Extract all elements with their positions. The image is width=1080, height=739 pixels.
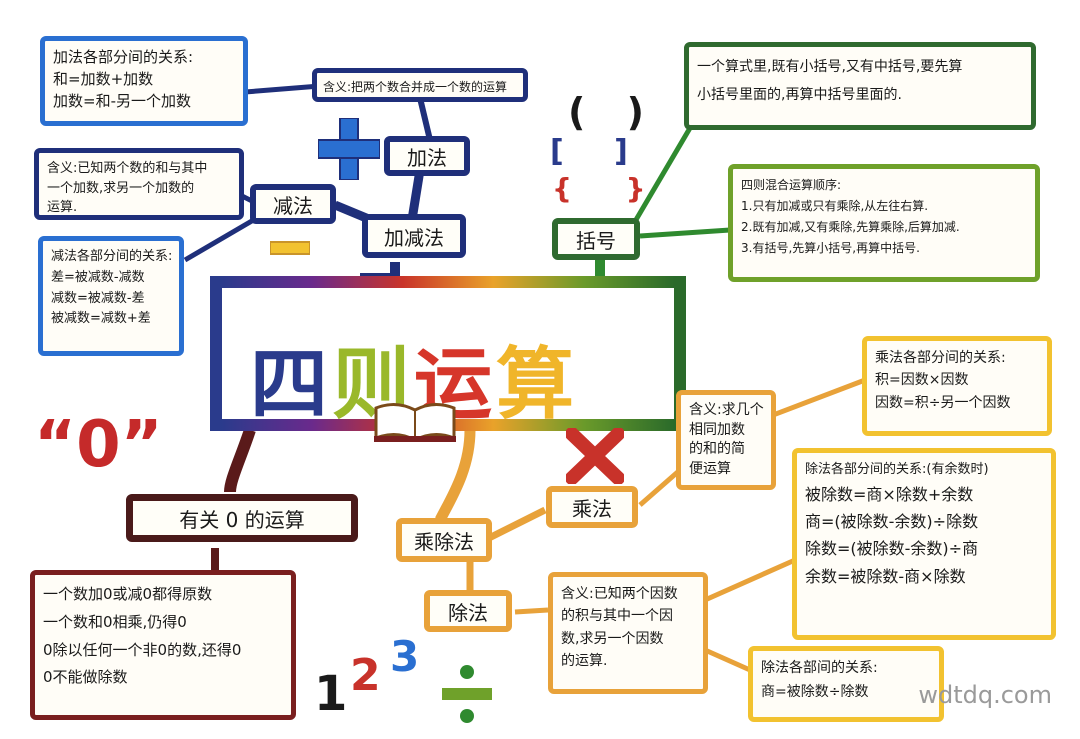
title-char-1: 四 [250, 340, 333, 430]
branch-mul-relation [759, 377, 866, 423]
box-line: 乘法各部分间的关系: [875, 350, 1006, 366]
box-line: 一个数和0相乘,仍得0 [43, 612, 187, 631]
box-line: 一个数加0或减0都得原数 [43, 585, 213, 603]
box-div-relation-rem: 除法各部分间的关系:(有余数时) 被除数=商×除数+余数 商=(被除数-余数)÷… [792, 448, 1056, 640]
watermark: wdtdq.com [918, 681, 1052, 709]
box-line: 积=因数×因数 [875, 372, 969, 389]
box-line: 加法各部分间的关系: [53, 48, 194, 66]
box-line: 加数=和-另一个加数 [53, 91, 191, 110]
bracket-square-icon: [ ] [550, 134, 628, 169]
divide-icon [442, 664, 492, 728]
box-line: 含义:把两个数合并成一个数的运算 [323, 80, 508, 94]
branch-zero [224, 428, 256, 493]
box-add-meaning: 含义:把两个数合并成一个数的运算 [312, 68, 528, 102]
branch-div-relation [703, 647, 752, 673]
box-line: 相同加数 [689, 421, 745, 438]
book-icon [372, 398, 458, 444]
box-line: 的积与其中一个因 [561, 608, 673, 625]
box-line: 0不能做除数 [43, 668, 128, 687]
bracket-curly-icon: { } [552, 172, 646, 205]
node-zero: 有关 0 的运算 [126, 494, 358, 542]
branch-sub-relation [183, 212, 264, 263]
branch-add-relation [244, 83, 321, 95]
box-line: 商=被除数÷除数 [761, 683, 869, 700]
box-zero-rules: 一个数加0或减0都得原数 一个数和0相乘,仍得0 0除以任何一个非0的数,还得0… [30, 570, 296, 720]
box-line: 1.只有加减或只有乘除,从左往右算. [741, 199, 929, 213]
box-line: 减法各部分间的关系: [51, 249, 173, 264]
box-line: 商=(被除数-余数)÷除数 [805, 512, 979, 532]
box-line: 除法各部分间的关系:(有余数时) [805, 462, 989, 477]
box-mixed-order: 四则混合运算顺序: 1.只有加减或只有乘除,从左往右算. 2.既有加减,又有乘除… [728, 164, 1040, 282]
main-title: 四则运算 [250, 322, 578, 434]
box-line: 因数=积÷另一个因数 [875, 394, 1011, 411]
box-line: 含义:已知两个数的和与其中 [47, 161, 208, 176]
box-line: 减数=被减数-差 [51, 290, 145, 306]
number-one: 1 [314, 666, 348, 722]
box-line: 除法各部间的关系: [761, 660, 878, 676]
box-line: 除数=(被除数-余数)÷商 [805, 539, 979, 559]
box-line: 的运算. [561, 653, 608, 670]
box-line: 含义:求几个 [689, 402, 764, 418]
box-line: 一个算式里,既有小括号,又有中括号,要先算 [697, 59, 963, 75]
branch-mul-meaning [638, 468, 682, 507]
node-sub: 减法 [250, 184, 336, 224]
branch-mul [483, 506, 547, 544]
box-bracket-rule: 一个算式里,既有小括号,又有中括号,要先算 小括号里面的,再算中括号里面的. [684, 42, 1036, 130]
node-addsub: 加减法 [362, 214, 466, 258]
box-line: 的和的简 [689, 441, 745, 458]
branch-div-meaning [514, 607, 549, 615]
branch-add-meaning [417, 97, 433, 141]
box-line: 余数=被除数-商×除数 [805, 566, 966, 586]
box-line: 运算. [47, 200, 78, 215]
box-line: 数,求另一个因数 [561, 630, 664, 647]
box-line: 便运算 [689, 460, 731, 477]
box-line: 0除以任何一个非0的数,还得0 [43, 640, 242, 659]
bracket-round-icon: ( ) [568, 90, 644, 134]
box-line: 小括号里面的,再算中括号里面的. [697, 87, 902, 103]
box-line: 3.有括号,先算小括号,再算中括号. [741, 241, 920, 255]
box-add-relation: 加法各部分间的关系: 和=加数+加数 加数=和-另一个加数 [40, 36, 248, 126]
number-three: 3 [390, 632, 420, 681]
minus-icon [269, 238, 311, 262]
branch-muldiv [435, 429, 476, 523]
box-line: 含义:已知两个因数 [561, 586, 678, 602]
branch-bracket-rule [627, 126, 693, 232]
box-div-meaning: 含义:已知两个因数 的积与其中一个因 数,求另一个因数 的运算. [548, 572, 708, 694]
node-mul: 乘法 [546, 486, 638, 528]
box-line: 2.既有加减,又有乘除,先算乘除,后算加减. [741, 220, 960, 234]
box-div-relation: 除法各部间的关系: 商=被除数÷除数 [748, 646, 944, 722]
box-line: 被除数=商×除数+余数 [805, 485, 974, 505]
box-sub-relation: 减法各部分间的关系: 差=被减数-减数 减数=被减数-差 被减数=减数+差 [38, 236, 184, 356]
box-mul-meaning: 含义:求几个 相同加数 的和的简 便运算 [676, 390, 776, 490]
title-char-4: 算 [496, 340, 579, 430]
box-line: 和=加数+加数 [53, 69, 154, 88]
plus-icon [317, 117, 381, 184]
node-add: 加法 [384, 136, 470, 176]
number-two: 2 [350, 650, 381, 701]
node-muldiv: 乘除法 [396, 518, 492, 562]
box-mul-relation: 乘法各部分间的关系: 积=因数×因数 因数=积÷另一个因数 [862, 336, 1052, 436]
branch-div-relation-rem [703, 557, 797, 603]
box-line: 差=被减数-减数 [51, 269, 145, 285]
box-line: 一个加数,求另一个加数的 [47, 180, 195, 196]
node-div: 除法 [424, 590, 512, 632]
box-sub-meaning: 含义:已知两个数的和与其中 一个加数,求另一个加数的 运算. [34, 148, 244, 220]
branch-mixed-order [639, 227, 731, 239]
box-line: 四则混合运算顺序: [741, 178, 842, 192]
times-icon [565, 427, 625, 488]
node-bracket: 括号 [552, 218, 640, 260]
box-line: 被减数=减数+差 [51, 311, 151, 327]
zero-quote-icon: “0” [34, 408, 163, 482]
